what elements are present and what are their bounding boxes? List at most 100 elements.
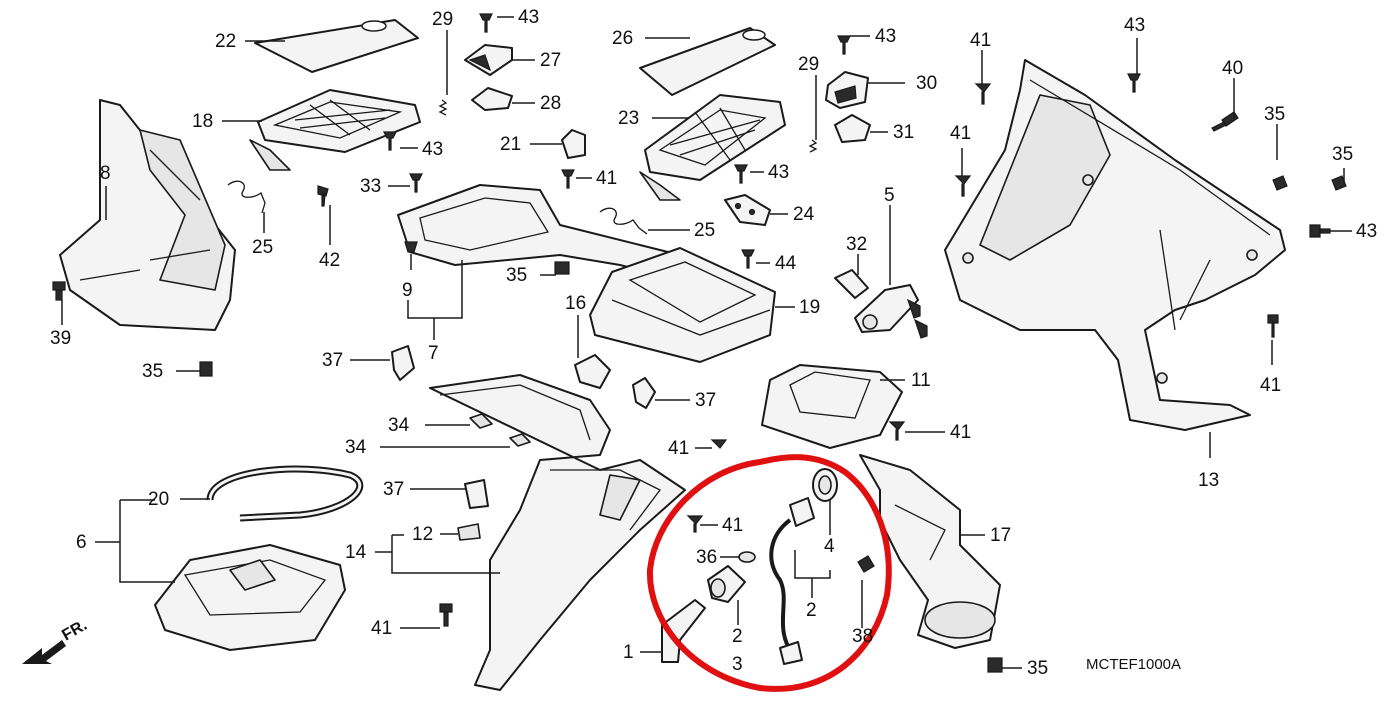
callout-41: 41 — [596, 168, 618, 189]
part-11-box — [761, 364, 903, 449]
callout-40: 40 — [1222, 58, 1244, 79]
callout-24: 24 — [793, 204, 815, 225]
screw-icons — [52, 13, 1347, 673]
callout-22: 22 — [215, 31, 237, 52]
callout-35: 35 — [1264, 104, 1286, 125]
part-14-fender — [429, 374, 686, 691]
callout-37: 37 — [322, 350, 344, 371]
front-arrow-icon — [22, 640, 66, 664]
callout-26: 26 — [612, 28, 634, 49]
part-20-seal-inner — [208, 467, 362, 520]
part-32-plate — [834, 269, 869, 299]
part-19-carrier — [589, 247, 776, 363]
callout-37: 37 — [383, 479, 405, 500]
callout-41: 41 — [970, 30, 992, 51]
callout-18: 18 — [192, 111, 214, 132]
callout-34: 34 — [345, 437, 367, 458]
callout-41: 41 — [950, 422, 972, 443]
callout-17: 17 — [990, 525, 1012, 546]
callout-5: 5 — [884, 185, 895, 206]
part-29-spring-b — [808, 139, 818, 153]
part-34-clip-b — [509, 433, 531, 447]
callout-41: 41 — [371, 618, 393, 639]
callout-41: 41 — [722, 515, 744, 536]
part-31-latch — [834, 114, 871, 143]
callout-1: 1 — [623, 642, 634, 663]
callout-43: 43 — [875, 26, 897, 47]
part-20-seal — [206, 465, 364, 522]
callout-7: 7 — [428, 343, 439, 364]
callout-35: 35 — [1332, 144, 1354, 165]
callout-2: 2 — [806, 600, 817, 621]
diagram-code: MCTEF1000A — [1086, 656, 1182, 673]
part-5-lock — [854, 284, 928, 339]
callout-16: 16 — [565, 293, 587, 314]
callout-33: 33 — [360, 176, 382, 197]
part-4-plug — [812, 468, 838, 502]
callout-43: 43 — [422, 139, 444, 160]
part-37-clip-b — [632, 377, 656, 409]
callout-41: 41 — [668, 438, 690, 459]
callout-32: 32 — [846, 234, 868, 255]
callout-20: 20 — [148, 489, 170, 510]
callout-6: 6 — [76, 532, 87, 553]
part-23-tray — [639, 94, 786, 201]
part-3-socket — [707, 565, 746, 603]
callout-25: 25 — [252, 237, 274, 258]
part-30-latch — [825, 71, 869, 109]
highlight-circle — [646, 454, 892, 692]
callout-31: 31 — [893, 122, 915, 143]
part-26-lid — [639, 27, 776, 96]
part-29-spring-a — [438, 99, 448, 116]
callout-37: 37 — [695, 390, 717, 411]
part-37-clip-c — [464, 479, 489, 509]
callout-12: 12 — [412, 524, 434, 545]
part-16-clip — [574, 354, 611, 389]
callout-35: 35 — [1027, 658, 1049, 679]
callout-27: 27 — [540, 50, 562, 71]
callout-44: 44 — [775, 253, 797, 274]
callout-41: 41 — [950, 123, 972, 144]
callout-14: 14 — [345, 542, 367, 563]
callout-39: 39 — [50, 328, 72, 349]
part-37-clip-a — [391, 345, 415, 381]
callout-2: 2 — [732, 626, 743, 647]
callout-19: 19 — [799, 297, 821, 318]
part-34-clip-a — [469, 413, 493, 429]
part-6-box — [154, 544, 346, 651]
part-22-lid — [254, 19, 419, 73]
part-18-tray — [249, 89, 421, 171]
part-12-plug — [457, 523, 481, 541]
callout-8: 8 — [100, 163, 111, 184]
callout-23: 23 — [618, 108, 640, 129]
part-25-spring-b — [599, 207, 648, 235]
callout-21: 21 — [500, 134, 522, 155]
callout-35: 35 — [506, 265, 528, 286]
callout-30: 30 — [916, 73, 938, 94]
callout-25: 25 — [694, 220, 716, 241]
callout-9: 9 — [402, 280, 413, 301]
callout-13: 13 — [1198, 470, 1220, 491]
callout-28: 28 — [540, 93, 562, 114]
part-2-harness — [769, 497, 815, 665]
part-13-fender — [944, 59, 1286, 431]
part-8-bracket — [59, 99, 236, 331]
callout-29: 29 — [432, 9, 454, 30]
callout-43: 43 — [1124, 15, 1146, 36]
callout-38: 38 — [852, 626, 874, 647]
callout-3: 3 — [732, 654, 743, 675]
callout-42: 42 — [319, 250, 341, 271]
part-1-tube — [661, 599, 706, 663]
part-28-hinge — [471, 87, 513, 111]
callout-11: 11 — [911, 370, 931, 391]
callout-29: 29 — [798, 54, 820, 75]
callout-4: 4 — [824, 536, 835, 557]
callout-36: 36 — [696, 547, 718, 568]
part-21-clip — [561, 129, 586, 159]
part-27-hinge — [464, 44, 513, 76]
callout-43: 43 — [518, 7, 540, 28]
part-25-spring-a — [227, 180, 266, 214]
callout-43: 43 — [768, 162, 790, 183]
